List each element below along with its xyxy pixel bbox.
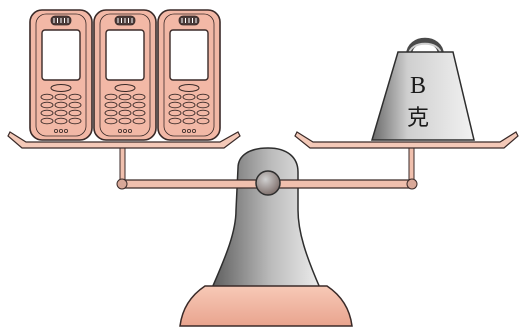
phone (158, 10, 220, 140)
phones-group (30, 10, 220, 140)
left-beam-joint (117, 179, 127, 189)
phone-speaker (179, 16, 199, 25)
phone-speaker (115, 16, 135, 25)
phone-screen (170, 30, 208, 80)
right-beam-joint (407, 179, 417, 189)
left-hanger-rod (120, 147, 125, 184)
scale-stand (212, 148, 320, 288)
weight-b: B 克 (372, 41, 474, 140)
weight-label: B (410, 73, 426, 99)
phone-screen (42, 30, 80, 80)
right-hanger-rod (409, 147, 414, 184)
phone (94, 10, 156, 140)
phone-speaker (51, 16, 71, 25)
scale-pivot (256, 171, 280, 195)
phone (30, 10, 92, 140)
phone-screen (106, 30, 144, 80)
weight-unit: 克 (407, 105, 429, 130)
scale-base (180, 286, 352, 326)
